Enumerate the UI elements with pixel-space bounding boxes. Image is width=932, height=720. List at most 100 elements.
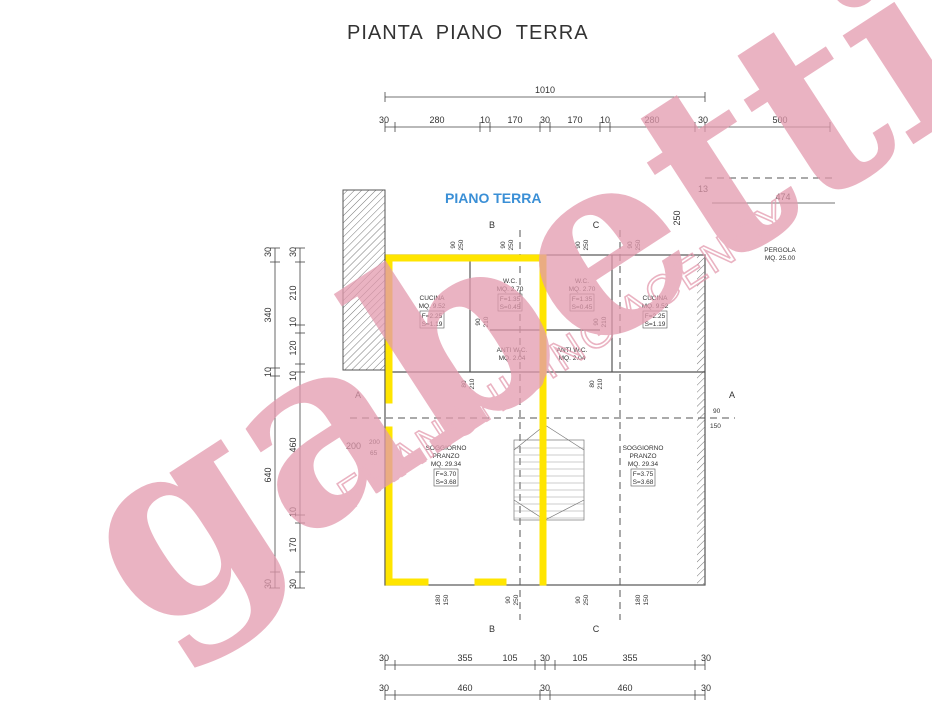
svg-text:90: 90 (505, 596, 512, 604)
bottom-row2-label: 30 (540, 683, 550, 693)
room-label: ANTI W.C.MQ. 2.04 (497, 347, 528, 362)
hatched-wall-right (697, 255, 705, 585)
svg-text:90: 90 (575, 596, 582, 604)
svg-text:W.C.: W.C. (503, 278, 517, 285)
section-mark: A (729, 390, 735, 400)
svg-text:PERGOLA: PERGOLA (764, 247, 796, 254)
svg-text:MQ. 29.34: MQ. 29.34 (431, 461, 462, 468)
top-row-label: 280 (429, 115, 444, 125)
svg-text:250: 250 (458, 239, 465, 250)
svg-text:90: 90 (593, 318, 600, 326)
svg-text:90: 90 (450, 241, 457, 249)
bottom-row2-label: 30 (701, 683, 711, 693)
svg-text:250: 250 (508, 239, 515, 250)
svg-text:SOGGIORNO: SOGGIORNO (623, 445, 664, 452)
svg-text:210: 210 (469, 378, 476, 389)
opening-dimension: 150 (710, 423, 721, 430)
top-row-label: 10 (480, 115, 490, 125)
svg-text:MQ. 2.04: MQ. 2.04 (499, 355, 526, 362)
svg-text:S=1.19: S=1.19 (645, 321, 666, 328)
svg-text:MQ. 29.34: MQ. 29.34 (628, 461, 659, 468)
svg-text:210: 210 (483, 316, 490, 327)
svg-text:ANTI W.C.: ANTI W.C. (557, 347, 588, 354)
left-outer-label: 640 (263, 467, 273, 482)
svg-text:180: 180 (435, 594, 442, 605)
svg-text:MQ. 2.70: MQ. 2.70 (569, 286, 596, 293)
bottom-row1-label: 105 (572, 653, 587, 663)
svg-text:S=0.45: S=0.45 (572, 304, 593, 311)
svg-text:CUCINA: CUCINA (420, 295, 446, 302)
left-outer-label: 30 (263, 247, 273, 257)
left-inner-label: 210 (288, 285, 298, 300)
svg-text:F=2.25: F=2.25 (422, 313, 443, 320)
section-mark: B (489, 624, 495, 634)
bottom-row1-label: 30 (379, 653, 389, 663)
section-mark: A (355, 390, 361, 400)
svg-text:250: 250 (583, 594, 590, 605)
svg-text:150: 150 (443, 594, 450, 605)
top-total-label: 1010 (535, 85, 555, 95)
opening-dimension: 90 (713, 408, 721, 415)
opening-dimension: 200 (369, 439, 380, 446)
left-outer-label: 340 (263, 307, 273, 322)
svg-text:MQ. 2.70: MQ. 2.70 (497, 286, 524, 293)
section-mark: C (593, 220, 600, 230)
top-row-label: 30 (698, 115, 708, 125)
top-row-label: 170 (507, 115, 522, 125)
top-row-label: 500 (772, 115, 787, 125)
svg-text:F=3.70: F=3.70 (436, 471, 457, 478)
svg-text:250: 250 (583, 239, 590, 250)
svg-text:MQ. 9.52: MQ. 9.52 (419, 303, 446, 310)
svg-text:250: 250 (635, 239, 642, 250)
svg-text:250: 250 (513, 594, 520, 605)
watermark: gabetti FRANCHISING AGENCY (22, 0, 932, 689)
bottom-row2-label: 30 (379, 683, 389, 693)
left-inner-label: 170 (288, 537, 298, 552)
svg-text:PRANZO: PRANZO (432, 453, 459, 460)
room-label: W.C.MQ. 2.70F=1.35S=0.45 (569, 278, 596, 312)
svg-text:150: 150 (643, 594, 650, 605)
svg-text:F=1.35: F=1.35 (572, 296, 593, 303)
staircase (513, 424, 585, 521)
section-mark: C (593, 624, 600, 634)
bottom-row1-label: 355 (622, 653, 637, 663)
left-inner-label: 460 (288, 437, 298, 452)
top-row-label: 170 (567, 115, 582, 125)
svg-text:90: 90 (500, 241, 507, 249)
top-row-label: 280 (644, 115, 659, 125)
room-label: W.C.MQ. 2.70F=1.35S=0.45 (497, 278, 524, 312)
svg-text:S=0.45: S=0.45 (500, 304, 521, 311)
bottom-row2-label: 460 (457, 683, 472, 693)
svg-text:F=1.35: F=1.35 (500, 296, 521, 303)
svg-text:80: 80 (461, 380, 468, 388)
svg-text:S=1.19: S=1.19 (422, 321, 443, 328)
left-inner-label: 30 (288, 247, 298, 257)
top-row-label: 30 (540, 115, 550, 125)
opening-dimension: 65 (370, 450, 378, 457)
opening-dimension: 200 (346, 441, 361, 451)
svg-text:180: 180 (635, 594, 642, 605)
left-inner-label: 10 (288, 507, 298, 517)
svg-text:80: 80 (589, 380, 596, 388)
top-row-label: 30 (379, 115, 389, 125)
right-dim-label: 474 (775, 192, 790, 202)
left-inner-label: 10 (288, 371, 298, 381)
svg-text:90: 90 (475, 318, 482, 326)
top-row-label: 10 (600, 115, 610, 125)
svg-text:90: 90 (627, 241, 634, 249)
left-inner-label: 30 (288, 579, 298, 589)
watermark-logo: gabetti (22, 0, 932, 689)
